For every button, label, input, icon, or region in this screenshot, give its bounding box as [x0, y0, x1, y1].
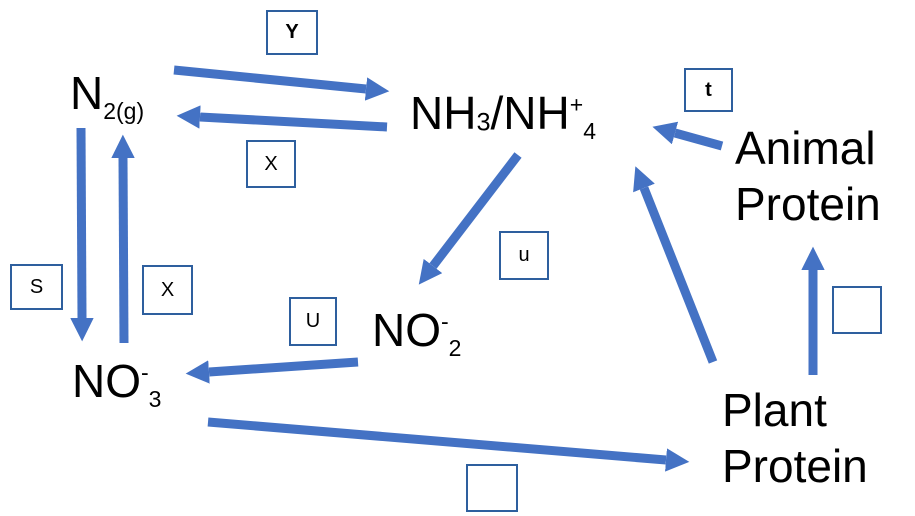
label-box-no3-to-plant: [466, 464, 518, 512]
node-animal-line2: Protein: [735, 178, 881, 231]
label-box-plant-to-animal: [832, 286, 882, 334]
node-plant-line2: Protein: [722, 440, 868, 493]
node-no2-base: NO: [372, 304, 441, 356]
node-nh3-nh4: NH3/NH+4: [410, 90, 596, 143]
node-nh3-left-sub: 3: [476, 108, 491, 137]
node-n2-sub: 2(g): [103, 98, 145, 125]
node-no2: NO-2: [372, 307, 461, 360]
arrow-n2-to-no3: [70, 127, 94, 342]
node-nh3-left: NH: [410, 87, 477, 139]
label-box-t: t: [684, 68, 733, 112]
arrow-nh3-to-no2: [418, 152, 522, 285]
node-nh4-sep: /NH: [490, 87, 570, 139]
arrow-no2-to-no3: [185, 357, 359, 384]
arrow-n2-to-nh3: [173, 65, 390, 101]
node-animal-protein: Animal Protein: [735, 120, 881, 232]
node-no2-sub: 2: [448, 335, 462, 362]
arrow-no3-to-n2: [111, 134, 135, 344]
arrow-plant-to-nh3: [633, 166, 718, 364]
arrow-no3-to-plant: [207, 417, 690, 472]
node-no3: NO-3: [72, 358, 161, 411]
label-box-u-upper: U: [289, 297, 337, 346]
node-no2-sup: -: [441, 308, 449, 335]
node-no3-sub: 3: [148, 386, 162, 413]
label-box-y: Y: [266, 10, 318, 55]
label-box-s: S: [10, 264, 63, 310]
node-no3-sup: -: [141, 359, 149, 386]
node-n2: N2(g): [70, 70, 144, 123]
node-animal-line1: Animal: [735, 122, 876, 174]
node-nh4-sub: 4: [583, 118, 596, 145]
node-plant-protein: Plant Protein: [722, 382, 868, 494]
label-box-u-lower: u: [499, 231, 549, 280]
label-box-x-top: X: [246, 140, 296, 188]
label-box-x-left: X: [142, 265, 193, 315]
node-nh4-sup: +: [569, 91, 584, 118]
arrow-animal-to-nh3: [652, 121, 724, 151]
node-no3-base: NO: [72, 355, 141, 407]
node-plant-line1: Plant: [722, 384, 827, 436]
arrow-nh3-to-n2: [176, 105, 388, 132]
node-n2-base: N: [70, 67, 104, 119]
